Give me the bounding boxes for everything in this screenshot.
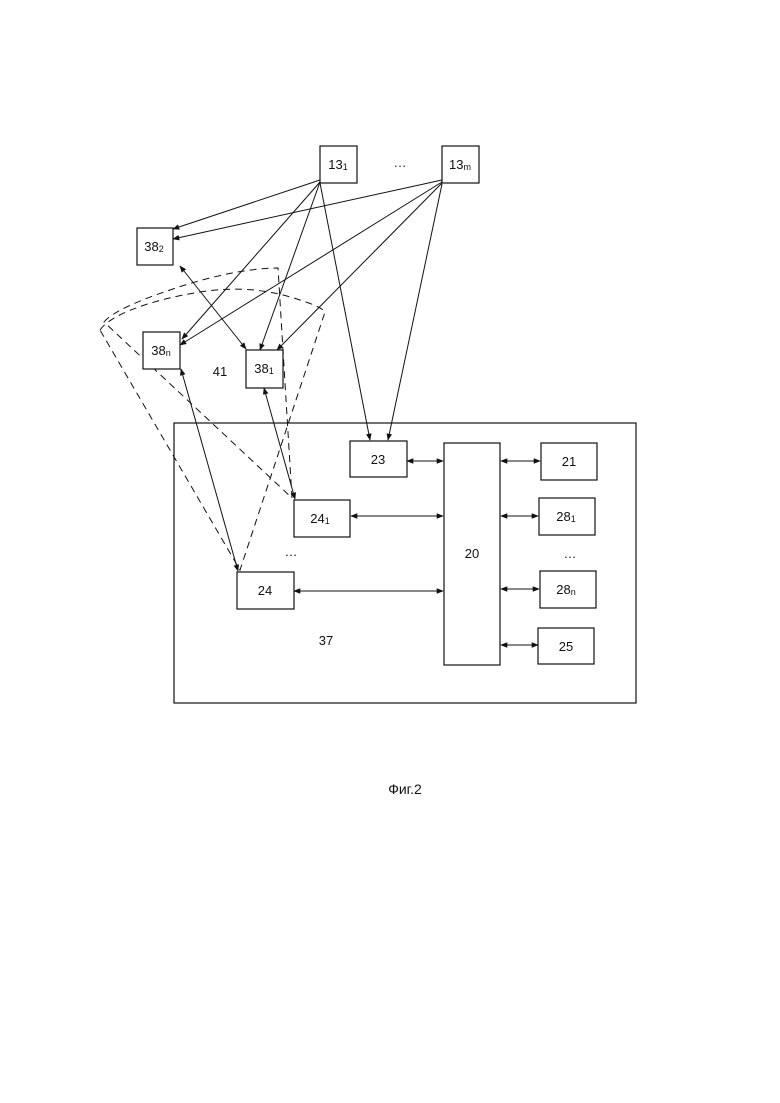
link-13-m-to-38-2 [173, 180, 442, 239]
node-28-n: 28n [540, 571, 596, 608]
link-38-1-to-24-1 [264, 388, 295, 499]
svg-text:25: 25 [559, 639, 573, 654]
node-38-2: 382 [137, 228, 173, 265]
figure-caption: Фиг.2 [388, 781, 422, 797]
system-label-37: 37 [319, 633, 333, 648]
link-13-1-to-23 [320, 183, 370, 440]
node-13-1: 131 [320, 146, 357, 183]
region-label-41: 41 [213, 364, 227, 379]
link-13-1-to-38-1-a [260, 182, 320, 350]
svg-text:23: 23 [371, 452, 385, 467]
node-21: 21 [541, 443, 597, 480]
node-38-n: 38n [143, 332, 180, 369]
node-24-1: 241 [294, 500, 350, 537]
svg-text:20: 20 [465, 546, 479, 561]
svg-text:21: 21 [562, 454, 576, 469]
node-25: 25 [538, 628, 594, 664]
link-13-m-to-23 [388, 184, 442, 440]
node-13-m: 13m [442, 146, 479, 183]
ellipsis-left: … [285, 544, 298, 559]
node-20: 20 [444, 443, 500, 665]
link-13-m-to-38-1 [277, 183, 442, 350]
link-38-2-to-38-1 [180, 266, 246, 349]
svg-text:24: 24 [258, 583, 272, 598]
ellipsis-right: … [564, 546, 577, 561]
node-24: 24 [237, 572, 294, 609]
node-38-1: 381 [246, 350, 283, 388]
link-13-1-to-38-2 [173, 180, 320, 229]
node-28-1: 281 [539, 498, 595, 535]
link-13-1-to-38-n [182, 182, 320, 339]
coverage-zone-inner [100, 289, 325, 570]
ellipsis-top: … [394, 155, 407, 170]
link-38-n-to-24 [181, 369, 238, 571]
node-23: 23 [350, 441, 407, 477]
